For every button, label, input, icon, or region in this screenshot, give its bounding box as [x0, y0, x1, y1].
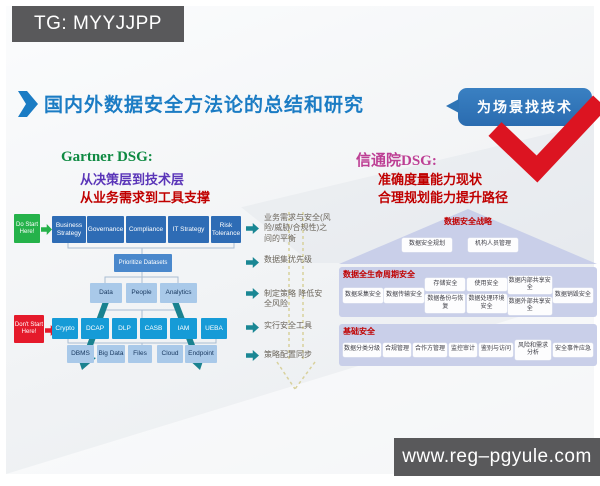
- base-item: 合作方管理: [413, 343, 447, 357]
- base-item: 合规管理: [383, 343, 411, 357]
- callout-text: 为场景找技术: [477, 99, 573, 115]
- base-item: 风险和需求分析: [515, 340, 551, 360]
- lifecycle-item: 数据销毁安全: [552, 288, 593, 303]
- flow-box-dbms: DBMS: [67, 345, 94, 363]
- base-item: 数据分类分级: [343, 343, 381, 357]
- callout-tail-icon: [446, 99, 459, 113]
- flow-box-compliance: Compliance: [126, 216, 166, 243]
- caict-heading: 信通院DSG:: [356, 153, 437, 169]
- flow-box-governance: Governance: [87, 216, 124, 243]
- step-arrow-icon: [246, 322, 259, 333]
- annotation-tools: 实行安全工具: [264, 321, 312, 330]
- step-arrow-icon: [246, 288, 259, 299]
- watermark-top-left: TG: MYYJJPP: [12, 6, 184, 42]
- flow-box-iam: IAM: [170, 318, 197, 339]
- flow-box-prioritize-datasets: Prioritize Datasets: [114, 254, 172, 272]
- lifecycle-item: 数据采集安全: [343, 288, 383, 303]
- flow-box-crypto: Crypto: [52, 318, 78, 339]
- gartner-heading: Gartner DSG:: [61, 149, 153, 165]
- caict-line1: 准确度量能力现状: [378, 172, 483, 187]
- lifecycle-item: 数据外部共享安全: [507, 297, 552, 316]
- lifecycle-row: 数据采集安全 数据传输安全 存储安全 数据备份与恢复 使用安全 数据处理环境安全…: [343, 275, 593, 316]
- base-item: 监控审计: [449, 343, 477, 357]
- base-item: 安全事件应急: [553, 343, 593, 357]
- flow-box-people: People: [126, 283, 157, 303]
- flow-box-risk-tolerance: Risk Tolerance: [211, 216, 241, 243]
- flow-box-data: Data: [90, 283, 122, 303]
- base-band: 基础安全 数据分类分级 合规管理 合作方管理 监控审计 鉴别与访问 风险和需求分…: [339, 324, 597, 366]
- lifecycle-item: 数据处理环境安全: [466, 294, 507, 313]
- caict-line2: 合理规划能力提升路径: [378, 190, 509, 205]
- strategy-band: 数据安全战略 数据安全规划 机构人员管理: [339, 209, 597, 264]
- strategy-header: 数据安全战略: [444, 217, 492, 226]
- slide-background: 国内外数据安全方法论的总结和研究 为场景找技术 Gartner DSG: 从决策…: [6, 6, 600, 474]
- flow-box-big-data: Big Data: [97, 345, 125, 363]
- page-title: 国内外数据安全方法论的总结和研究: [44, 95, 365, 116]
- flow-box-files: Files: [128, 345, 152, 363]
- lifecycle-header: 数据全生命周期安全: [343, 270, 415, 279]
- step-arrow-icon: [246, 350, 259, 361]
- lifecycle-item: 数据内部共享安全: [507, 275, 552, 294]
- flow-box-cloud: Cloud: [157, 345, 183, 363]
- gartner-line1: 从决策层到技术层: [80, 172, 185, 187]
- base-row: 数据分类分级 合规管理 合作方管理 监控审计 鉴别与访问 风险和需求分析 安全事…: [343, 337, 593, 363]
- flow-box-ueba: UEBA: [201, 318, 227, 339]
- annotation-sync: 策略配置同步: [264, 350, 312, 359]
- start-arrow-icon: [41, 224, 52, 235]
- flow-box-it-strategy: IT Strategy: [168, 216, 209, 243]
- flow-box-business-strategy: Business Strategy: [52, 216, 86, 243]
- lifecycle-band: 数据全生命周期安全 数据采集安全 数据传输安全 存储安全 数据备份与恢复 使用安…: [339, 267, 597, 317]
- lifecycle-pair: 存储安全 数据备份与恢复: [425, 278, 466, 313]
- lifecycle-item: 数据备份与恢复: [425, 294, 466, 313]
- callout-bubble: 为场景找技术: [446, 88, 592, 126]
- flow-box-casb: CASB: [140, 318, 167, 339]
- flow-box-dcap: DCAP: [81, 318, 109, 339]
- lifecycle-item: 数据传输安全: [384, 288, 425, 303]
- watermark-bottom-right: www.reg–pgyule.com: [394, 438, 600, 476]
- step-arrow-icon: [246, 257, 259, 268]
- annotation-balance: 业务需求与安全(风险/威胁/合规性)之间的平衡: [264, 213, 331, 243]
- lifecycle-item: 使用安全: [466, 278, 507, 292]
- lifecycle-item: 存储安全: [425, 278, 466, 292]
- title-chevron-icon: [18, 91, 38, 117]
- flow-box-analytics: Analytics: [160, 283, 197, 303]
- annotation-priority: 数据集优先级: [264, 255, 312, 264]
- flow-box-endpoint: Endpoint: [185, 345, 217, 363]
- gartner-line2: 从业务需求到工具支撑: [80, 190, 211, 205]
- step-arrow-icon: [246, 223, 259, 234]
- base-header: 基础安全: [343, 327, 375, 336]
- annotation-policy: 制定策略 降低安全风险: [264, 289, 323, 309]
- dont-arrow-icon: [45, 325, 56, 336]
- strategy-item: 机构人员管理: [468, 238, 518, 252]
- lifecycle-pair: 数据内部共享安全 数据外部共享安全: [507, 275, 552, 316]
- dont-start-here-box: Don't Start Here!: [14, 315, 44, 343]
- strategy-item: 数据安全规划: [402, 238, 452, 252]
- flow-box-dlp: DLP: [112, 318, 137, 339]
- base-item: 鉴别与访问: [479, 343, 513, 357]
- lifecycle-pair: 使用安全 数据处理环境安全: [466, 278, 507, 313]
- do-start-here-box: Do Start Here!: [14, 214, 40, 243]
